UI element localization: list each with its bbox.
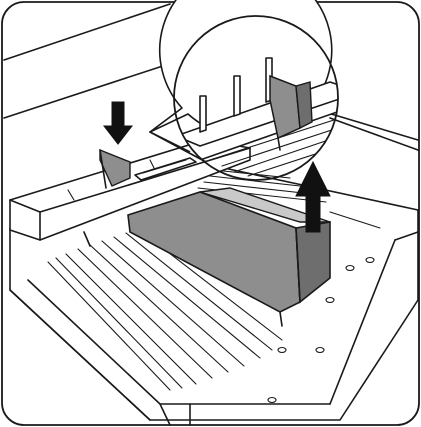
drawer-floor-ribs bbox=[47, 169, 381, 391]
callout-circle bbox=[173, 15, 339, 181]
divider-left-slot bbox=[99, 148, 131, 189]
side-wall-holes bbox=[267, 256, 375, 404]
callout-tail bbox=[149, 131, 207, 163]
divider-panel bbox=[127, 187, 331, 327]
lift-up-arrow-icon bbox=[295, 160, 331, 233]
press-down-arrow-icon bbox=[102, 101, 134, 145]
